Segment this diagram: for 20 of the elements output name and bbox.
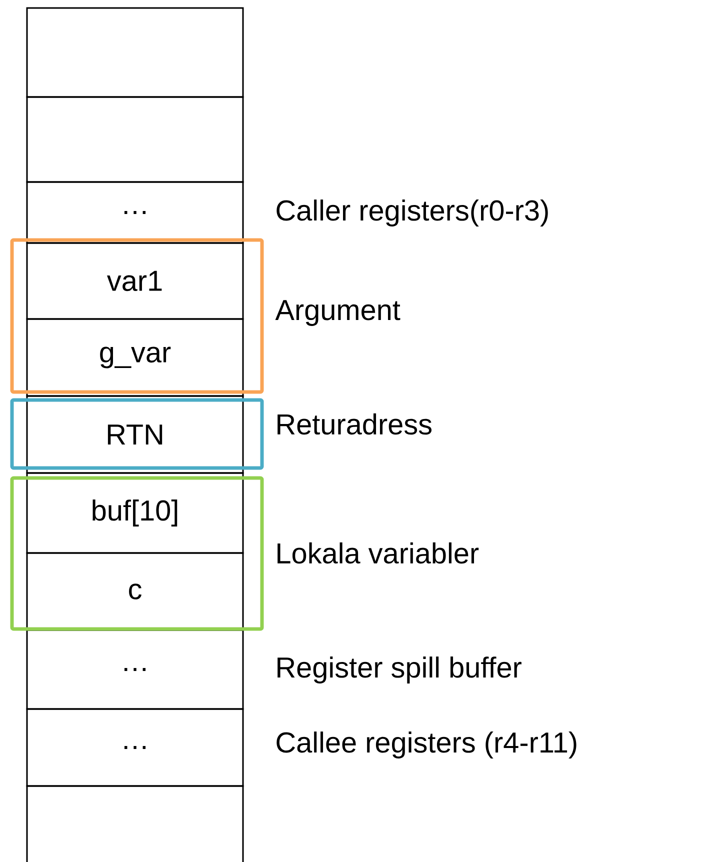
- stack-cell: g_var: [26, 318, 244, 397]
- stack-cell: [26, 785, 244, 862]
- stack-cell: …: [26, 629, 244, 710]
- side-label: Lokala variabler: [278, 542, 479, 564]
- stack-cell: …: [26, 708, 244, 787]
- side-label: Returadress: [278, 413, 432, 435]
- stack-cell: c: [26, 552, 244, 631]
- stack-cell: buf[10]: [26, 472, 244, 554]
- side-label: Caller registers(r0-r3): [276, 200, 548, 226]
- side-label: Callee registers (r4-r11): [276, 732, 576, 758]
- stack-cell: var1: [26, 242, 244, 320]
- stack-cell: RTN: [26, 395, 244, 474]
- group-frame: [10, 238, 264, 394]
- group-frame: [10, 398, 264, 470]
- group-frame: [10, 476, 264, 631]
- side-label: Register spill buffer: [278, 656, 522, 684]
- stack-cell: [26, 96, 244, 183]
- stack-cell: …: [26, 181, 244, 244]
- side-label: Argument: [275, 300, 400, 326]
- stack-cell: [26, 7, 244, 98]
